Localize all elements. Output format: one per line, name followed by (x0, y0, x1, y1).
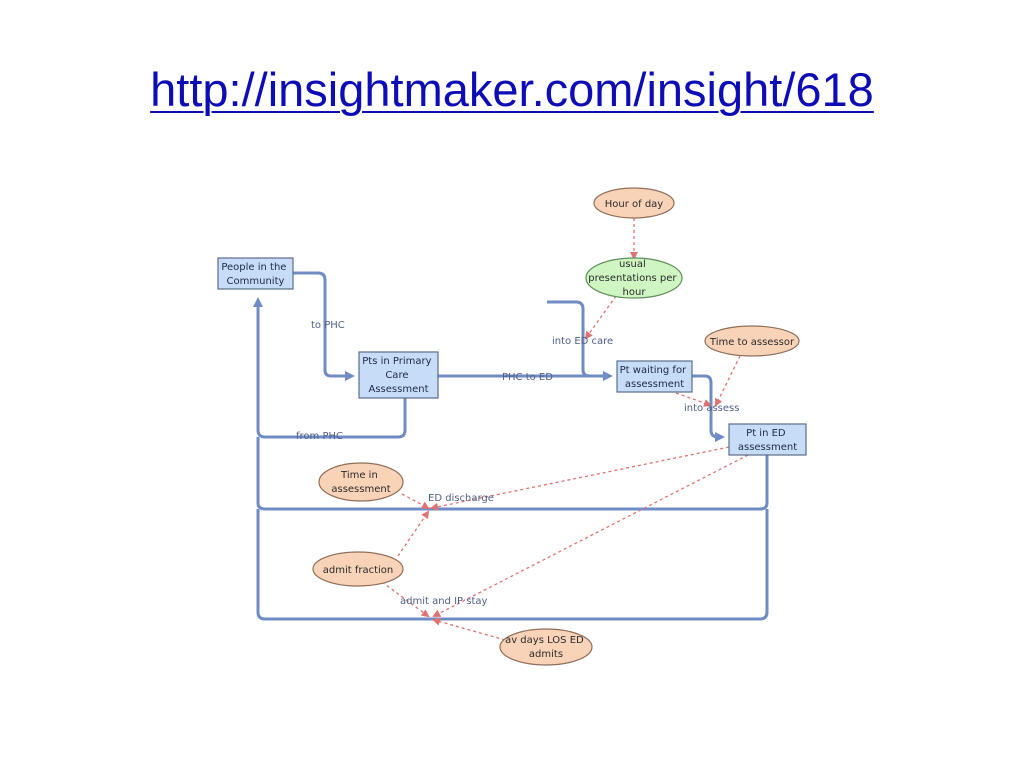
stock-people-community[interactable]: People in the Community (217, 257, 294, 290)
stock-pt-in-ed[interactable]: Pt in ED assessment (728, 423, 807, 456)
insight-link[interactable]: http://insightmaker.com/insight/618 (150, 63, 874, 116)
link-usual-to-into-ed-care (584, 295, 617, 340)
label-ed-discharge: ED discharge (428, 493, 494, 504)
link-waiting-to-into-assess (675, 392, 712, 407)
svg-text:Pt waiting for assessmen: Pt waiting for assessment (620, 365, 690, 390)
stock-pt-waiting[interactable]: Pt waiting for assessment (616, 360, 693, 393)
svg-text:av days LOS ED admits: av days LOS ED admits (505, 635, 587, 660)
label-to-phc: to PHC (311, 320, 345, 331)
var-time-in-assessment[interactable]: Time in assessment (318, 462, 404, 502)
label-into-assess: into assess (684, 403, 739, 414)
svg-text:Pts in Primary Care: Pts in Primary Care Assessment (362, 356, 434, 395)
link-ed-to-admit (432, 454, 749, 617)
svg-text:admit fraction: admit fraction (323, 565, 394, 576)
var-usual-presentations[interactable]: usual presentations per hour (585, 257, 683, 299)
label-admit-ip-stay: admit and IP stay (400, 596, 488, 607)
svg-text:People in the Community: People in the Community (221, 262, 289, 287)
svg-text:usual presentations per: usual presentations per hour (588, 259, 679, 298)
flow-into-ed-care (547, 300, 610, 378)
svg-text:Time in assessment: Time in assessment (331, 470, 390, 495)
flow-ed-discharge (256, 437, 769, 511)
svg-text:Hour of day: Hour of day (605, 199, 664, 210)
var-admit-fraction[interactable]: admit fraction (312, 551, 404, 587)
label-phc-to-ed: PHC to ED (502, 372, 553, 383)
flow-from-phc (253, 297, 407, 439)
link-time-assessor-to-into-assess (715, 355, 741, 407)
link-av-days-to-admit (432, 617, 506, 641)
label-from-phc: from PHC (296, 431, 343, 442)
svg-text:Pt in ED assessment: Pt in ED assessment (738, 428, 797, 453)
flow-admit-ip-stay (256, 509, 769, 621)
var-av-days-los[interactable]: av days LOS ED admits (499, 628, 593, 666)
label-into-ed-care: into ED care (552, 336, 613, 347)
svg-text:Time to assessor: Time to assessor (709, 337, 795, 348)
link-ed-to-discharge (430, 446, 730, 511)
link-admit-fraction-to-discharge (397, 510, 430, 557)
link-time-in-assessment-to-discharge (401, 493, 430, 509)
var-time-to-assessor[interactable]: Time to assessor (704, 325, 800, 357)
slide-title: http://insightmaker.com/insight/618 (0, 62, 1024, 117)
var-hour-of-day[interactable]: Hour of day (593, 187, 675, 219)
stock-pts-primary-care[interactable]: Pts in Primary Care Assessment (358, 351, 439, 399)
flow-to-phc (293, 271, 355, 381)
